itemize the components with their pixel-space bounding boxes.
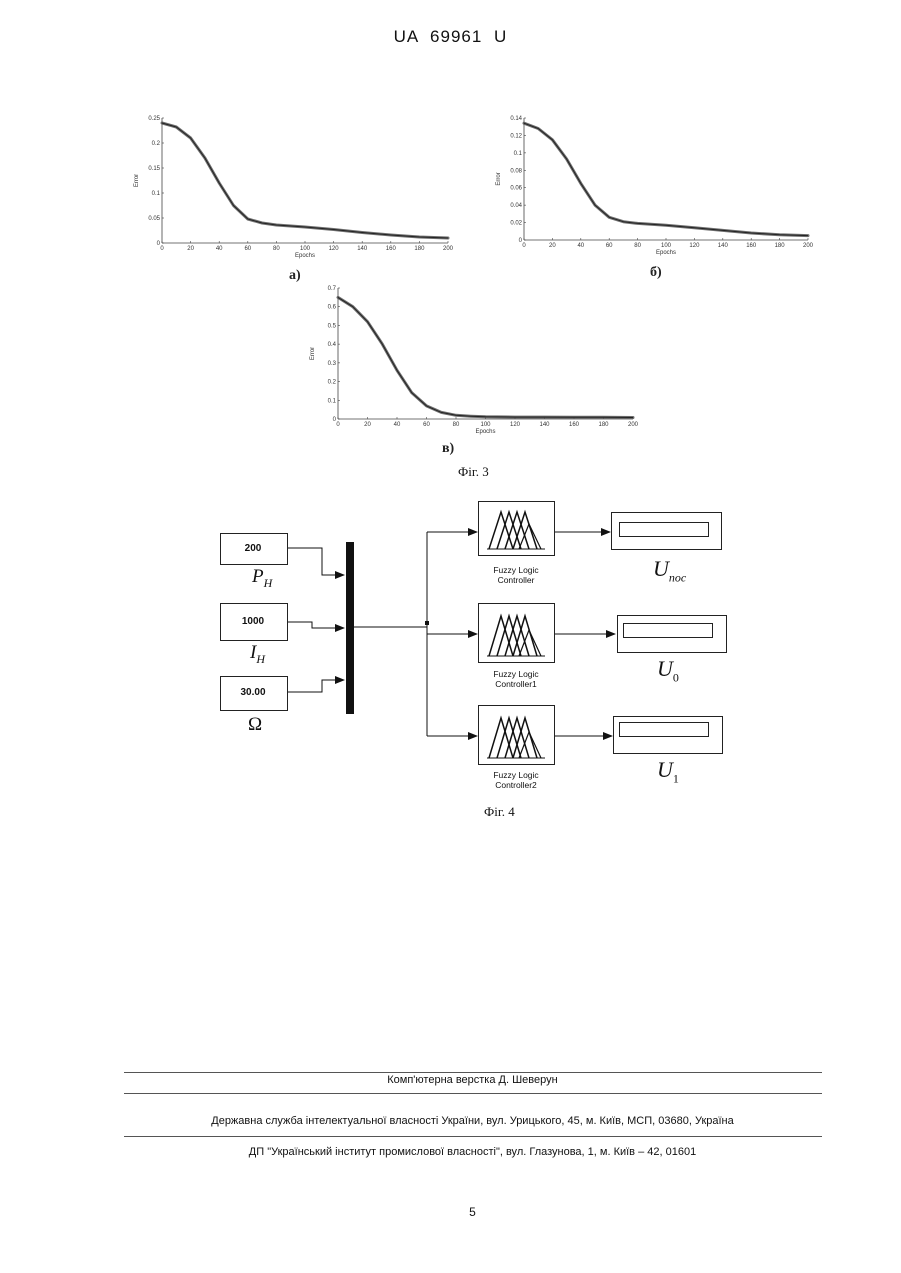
constant-value-in: 1000: [221, 616, 285, 627]
display-window: [619, 522, 709, 537]
figure4-caption: Фіг. 4: [484, 804, 515, 820]
constant-block-pn: 200: [220, 533, 288, 565]
display-block-u1: [613, 716, 723, 754]
fuzzy-controller-2: [478, 705, 555, 765]
footer-divider-1: [124, 1072, 822, 1073]
display-window: [619, 722, 709, 737]
symbol-upos: Uпос: [653, 556, 686, 585]
symbol-pn: PH: [252, 566, 272, 591]
mux-bar: [346, 542, 354, 714]
footer-divider-3: [124, 1136, 822, 1137]
constant-value-pn: 200: [221, 543, 285, 554]
fuzzy-controller-1-label: Fuzzy LogicController1: [471, 669, 561, 689]
footer-divider-2: [124, 1093, 822, 1094]
fuzzy-controller-0: [478, 501, 555, 556]
fuzzy-controller-1: [478, 603, 555, 663]
display-block-upos: [611, 512, 722, 550]
membership-functions-icon: [479, 502, 553, 554]
display-block-u0: [617, 615, 727, 653]
fuzzy-controller-0-label: Fuzzy LogicController: [471, 565, 561, 585]
split-dot: [425, 621, 429, 625]
footer-agency: Державна служба інтелектуальної власност…: [0, 1115, 901, 1127]
wire-in-1: [288, 548, 344, 575]
symbol-u0: U0: [657, 656, 679, 685]
fuzzy-controller-2-label: Fuzzy LogicController2: [471, 770, 561, 790]
constant-block-in: 1000: [220, 603, 288, 641]
membership-functions-icon: [479, 604, 553, 661]
symbol-u1: U1: [657, 757, 679, 786]
footer-typesetting: Комп'ютерна верстка Д. Шеверун: [0, 1074, 901, 1086]
display-window: [623, 623, 713, 638]
wire-in-2: [288, 622, 344, 628]
symbol-in: IH: [250, 642, 265, 667]
membership-functions-icon: [479, 706, 553, 763]
page-number: 5: [0, 1205, 901, 1219]
wire-in-3: [288, 680, 344, 692]
footer-institute: ДП "Український інститут промислової вла…: [0, 1146, 901, 1158]
constant-value-omega: 30.00: [221, 687, 285, 698]
symbol-omega: Ω: [248, 714, 262, 736]
constant-block-omega: 30.00: [220, 676, 288, 711]
